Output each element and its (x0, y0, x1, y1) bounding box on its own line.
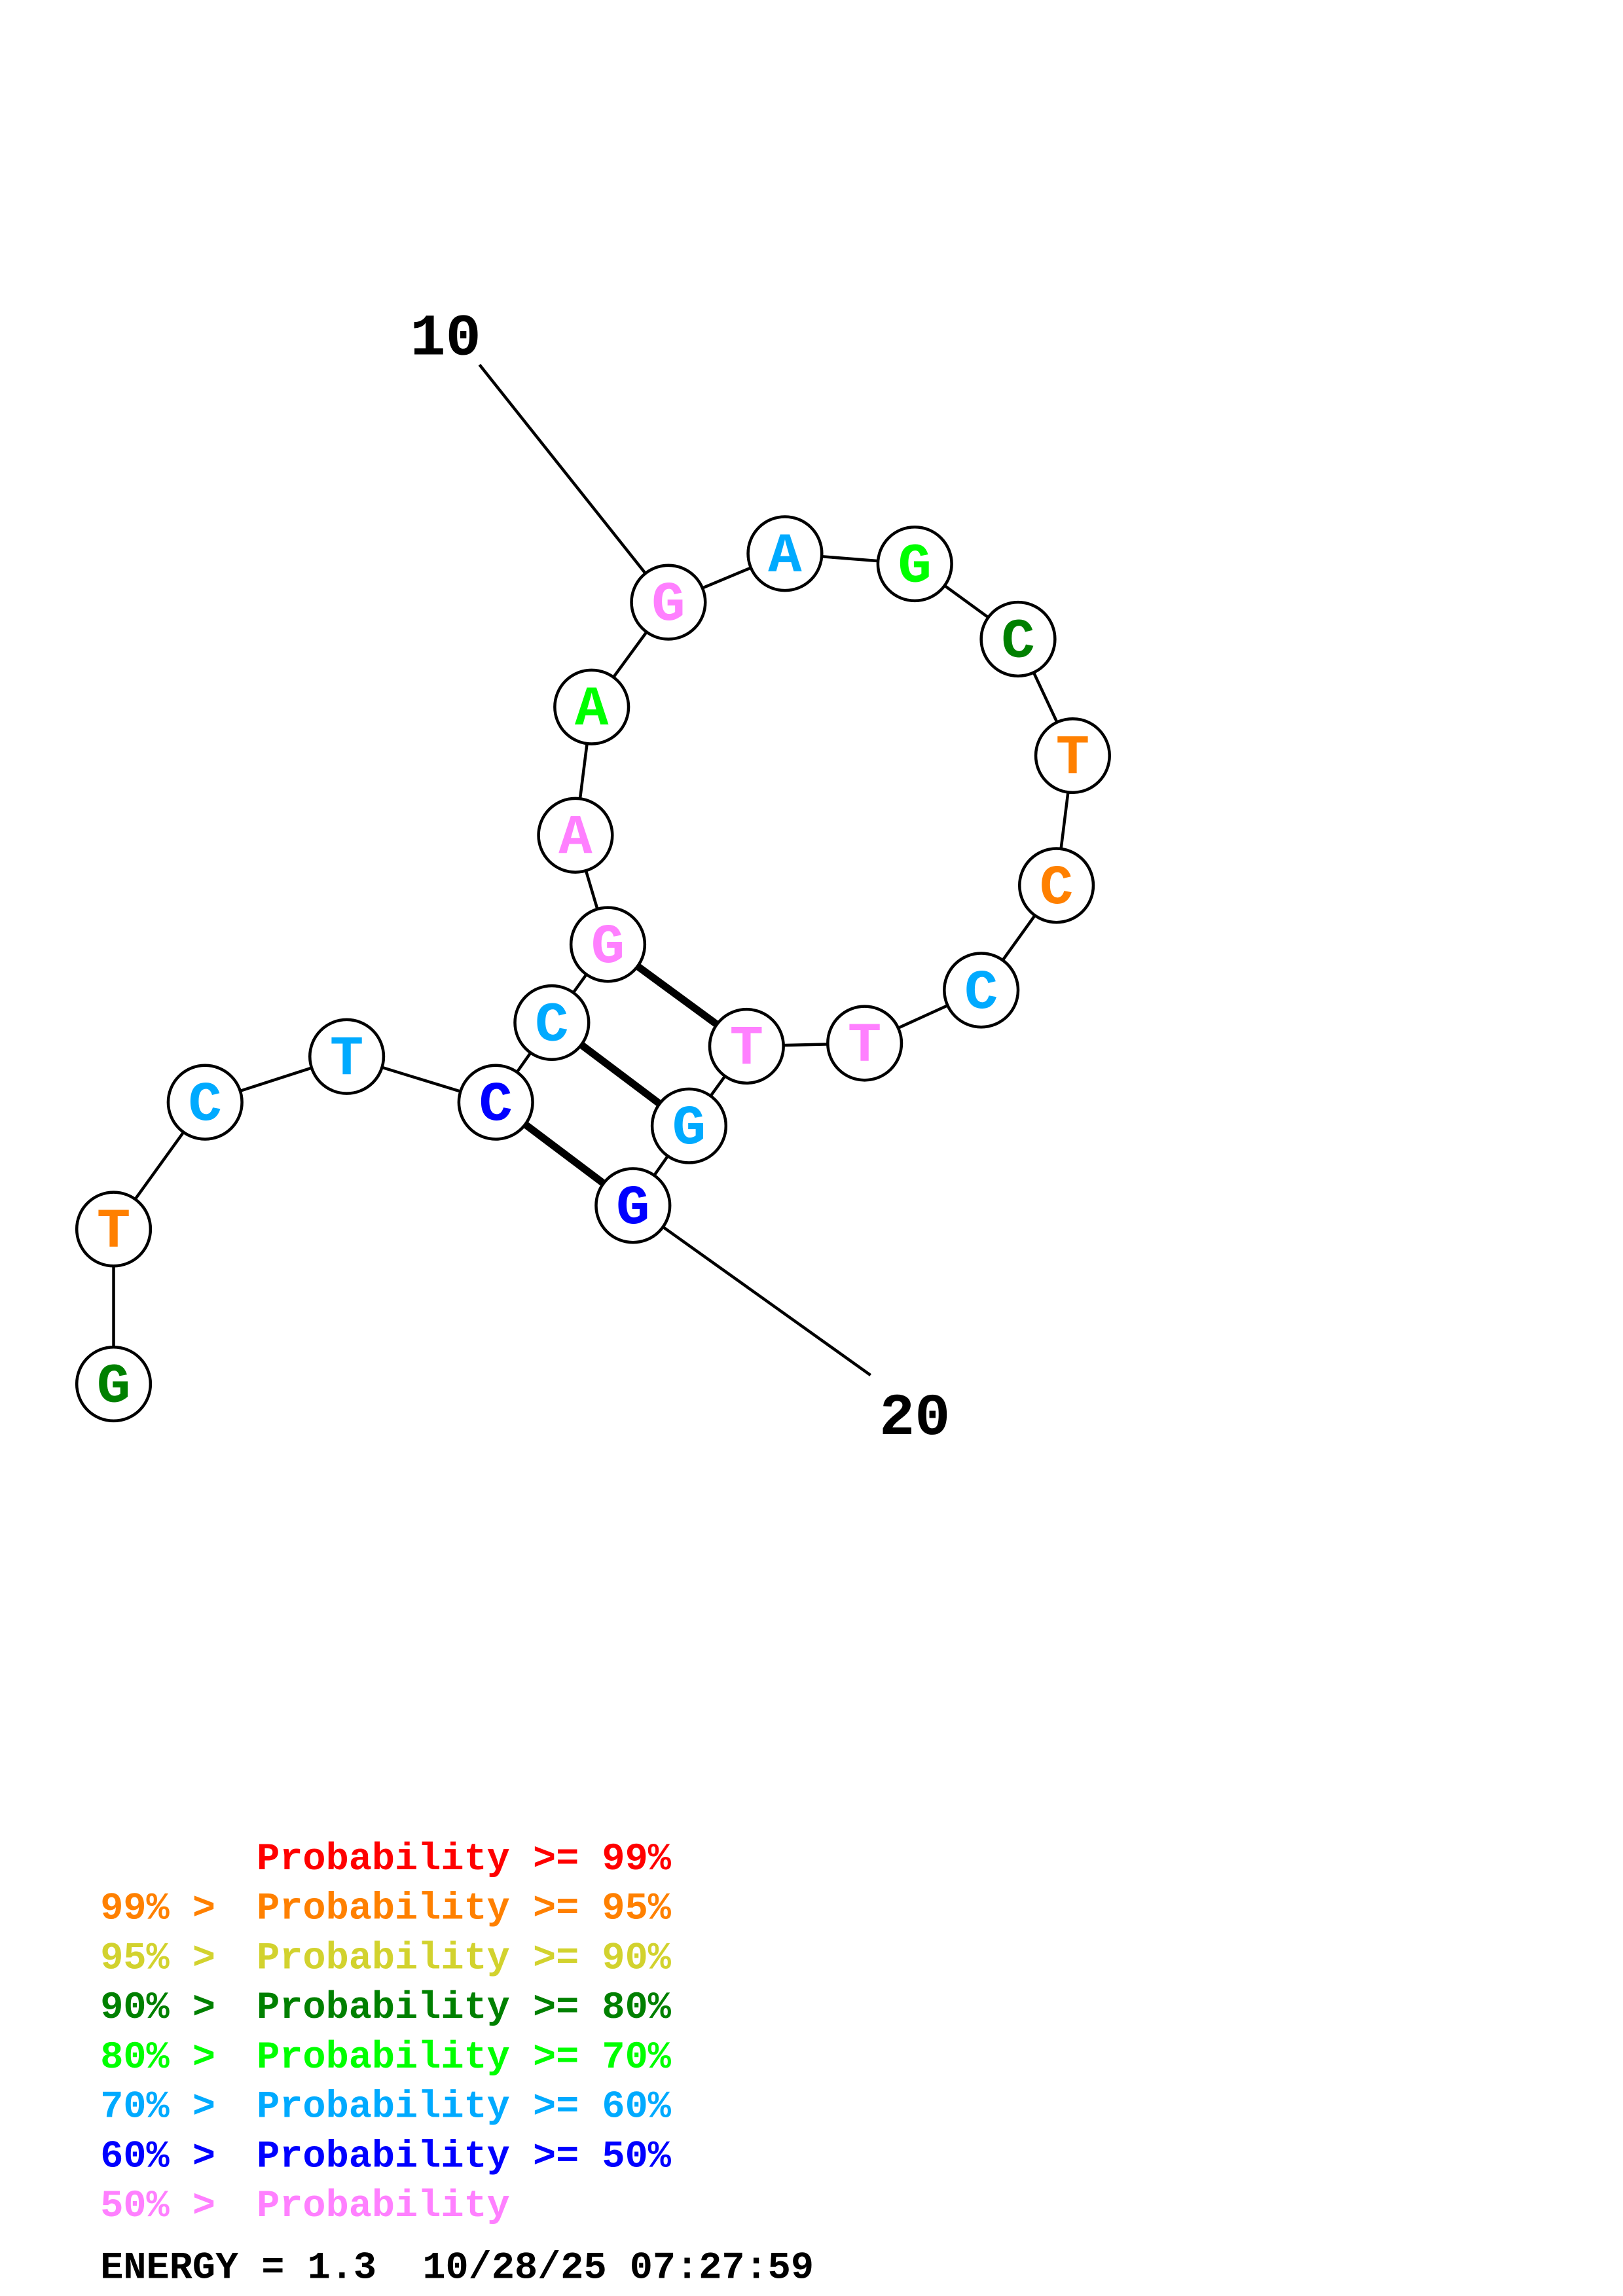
nucleotide-base: A (575, 678, 609, 742)
nucleotide-circle (746, 515, 824, 592)
nucleotide-2: T (75, 1191, 153, 1268)
nucleotide-base: A (768, 525, 802, 588)
legend-prefix: 95% > (100, 1936, 215, 1980)
nucleotide-base: C (189, 1073, 222, 1137)
nucleotide-base: C (964, 961, 998, 1025)
nucleotide-circle (1018, 847, 1095, 924)
legend-row: 99% > Probability >= 95% (100, 1887, 671, 1931)
nucleotide-circle (553, 668, 630, 745)
probability-legend: Probability >= 99% 99% > Probability >= 9… (100, 1837, 671, 2228)
nucleotide-8: A (537, 797, 614, 874)
nucleotide-base: C (479, 1073, 513, 1137)
legend-text: Probability (257, 2184, 510, 2228)
legend-text: Probability >= 70% (257, 2036, 672, 2079)
legend-text: Probability >= 95% (257, 1887, 672, 1931)
nucleotide-11: A (746, 515, 824, 592)
legend-row: 90% > Probability >= 80% (100, 1986, 671, 2030)
legend-prefix: 70% > (100, 2085, 215, 2129)
nucleotide-circle (513, 984, 591, 1062)
position-label-10: 10 (410, 306, 481, 373)
nucleotide-circle (75, 1345, 153, 1423)
legend-text: Probability >= 50% (257, 2134, 672, 2178)
nucleotide-base: G (672, 1097, 706, 1160)
nucleotide-1: G (75, 1345, 153, 1423)
legend-text: Probability >= 99% (257, 1837, 672, 1881)
nucleotide-18: T (708, 1007, 785, 1085)
legend-prefix: 90% > (100, 1986, 215, 2030)
nucleotide-base: T (848, 1014, 881, 1078)
legend-text: Probability >= 90% (257, 1936, 672, 1980)
nucleotide-base: G (591, 916, 625, 979)
nucleotide-base: C (535, 994, 568, 1057)
nucleotide-circle (1034, 717, 1111, 795)
nucleotide-base: C (1001, 611, 1034, 674)
nucleotide-base: T (97, 1200, 130, 1264)
nucleotide-9: A (553, 668, 630, 745)
legend-text: Probability >= 60% (257, 2085, 672, 2129)
nucleotide-circle (630, 564, 707, 641)
nucleotide-base: C (1040, 857, 1073, 920)
position-labels: 10 20 (410, 306, 951, 1453)
nucleotide-6: C (513, 984, 591, 1062)
legend-text: Probability >= 80% (257, 1986, 672, 2030)
nucleotide-19: G (650, 1087, 728, 1164)
nucleotide-12: G (876, 525, 953, 603)
nucleotide-circle (979, 600, 1057, 678)
base-pair-bonds (493, 941, 749, 1209)
nucleotide-5: C (457, 1064, 534, 1141)
nucleotide-16: C (943, 952, 1020, 1029)
nucleotide-circle (537, 797, 614, 874)
legend-row: 50% > Probability (100, 2184, 510, 2228)
legend-row: 70% > Probability >= 60% (100, 2085, 671, 2129)
nucleotide-circle (166, 1064, 244, 1141)
nucleotide-13: C (979, 600, 1057, 678)
nucleotide-base: T (330, 1028, 363, 1091)
nucleotide-base: T (1056, 727, 1089, 791)
legend-prefix: 50% > (100, 2184, 215, 2228)
nucleotide-7: G (569, 906, 647, 983)
position-label-leader (632, 1204, 871, 1376)
legend-row: Probability >= 99% (257, 1837, 672, 1881)
nucleotide-circle (708, 1007, 785, 1085)
energy-footer: ENERGY = 1.3 10/28/25 07:27:59 (100, 2246, 814, 2289)
nucleotide-base: T (730, 1018, 763, 1081)
position-label-20: 20 (879, 1386, 950, 1452)
nucleotide-17: T (826, 1005, 903, 1082)
position-label-leader (478, 363, 670, 603)
legend-prefix: 80% > (100, 2036, 215, 2079)
nucleotide-4: T (308, 1018, 386, 1095)
legend-row: 60% > Probability >= 50% (100, 2134, 671, 2178)
nucleotide-circle (650, 1087, 728, 1164)
nucleotide-20: G (594, 1167, 672, 1244)
nucleotide-circle (876, 525, 953, 603)
nucleotide-14: T (1034, 717, 1111, 795)
nucleotide-circle (457, 1064, 534, 1141)
nucleotide-circle (943, 952, 1020, 1029)
nucleotide-base: A (558, 806, 593, 870)
nucleotide-circle (594, 1167, 672, 1244)
legend-row: 95% > Probability >= 90% (100, 1936, 671, 1980)
legend-prefix: 99% > (100, 1887, 215, 1931)
nucleotide-circle (569, 906, 647, 983)
legend-prefix: 60% > (100, 2134, 215, 2178)
nucleotide-circle (826, 1005, 903, 1082)
nucleotide-base: G (651, 573, 685, 637)
nucleotide-base: G (898, 535, 932, 599)
nucleotide-10: G (630, 564, 707, 641)
legend-row: 80% > Probability >= 70% (100, 2036, 671, 2079)
nucleotide-circle (75, 1191, 153, 1268)
nucleotide-15: C (1018, 847, 1095, 924)
nucleotide-base: G (616, 1177, 649, 1240)
nucleotide-base: G (97, 1355, 130, 1419)
nucleotide-3: C (166, 1064, 244, 1141)
nucleotide-circle (308, 1018, 386, 1095)
